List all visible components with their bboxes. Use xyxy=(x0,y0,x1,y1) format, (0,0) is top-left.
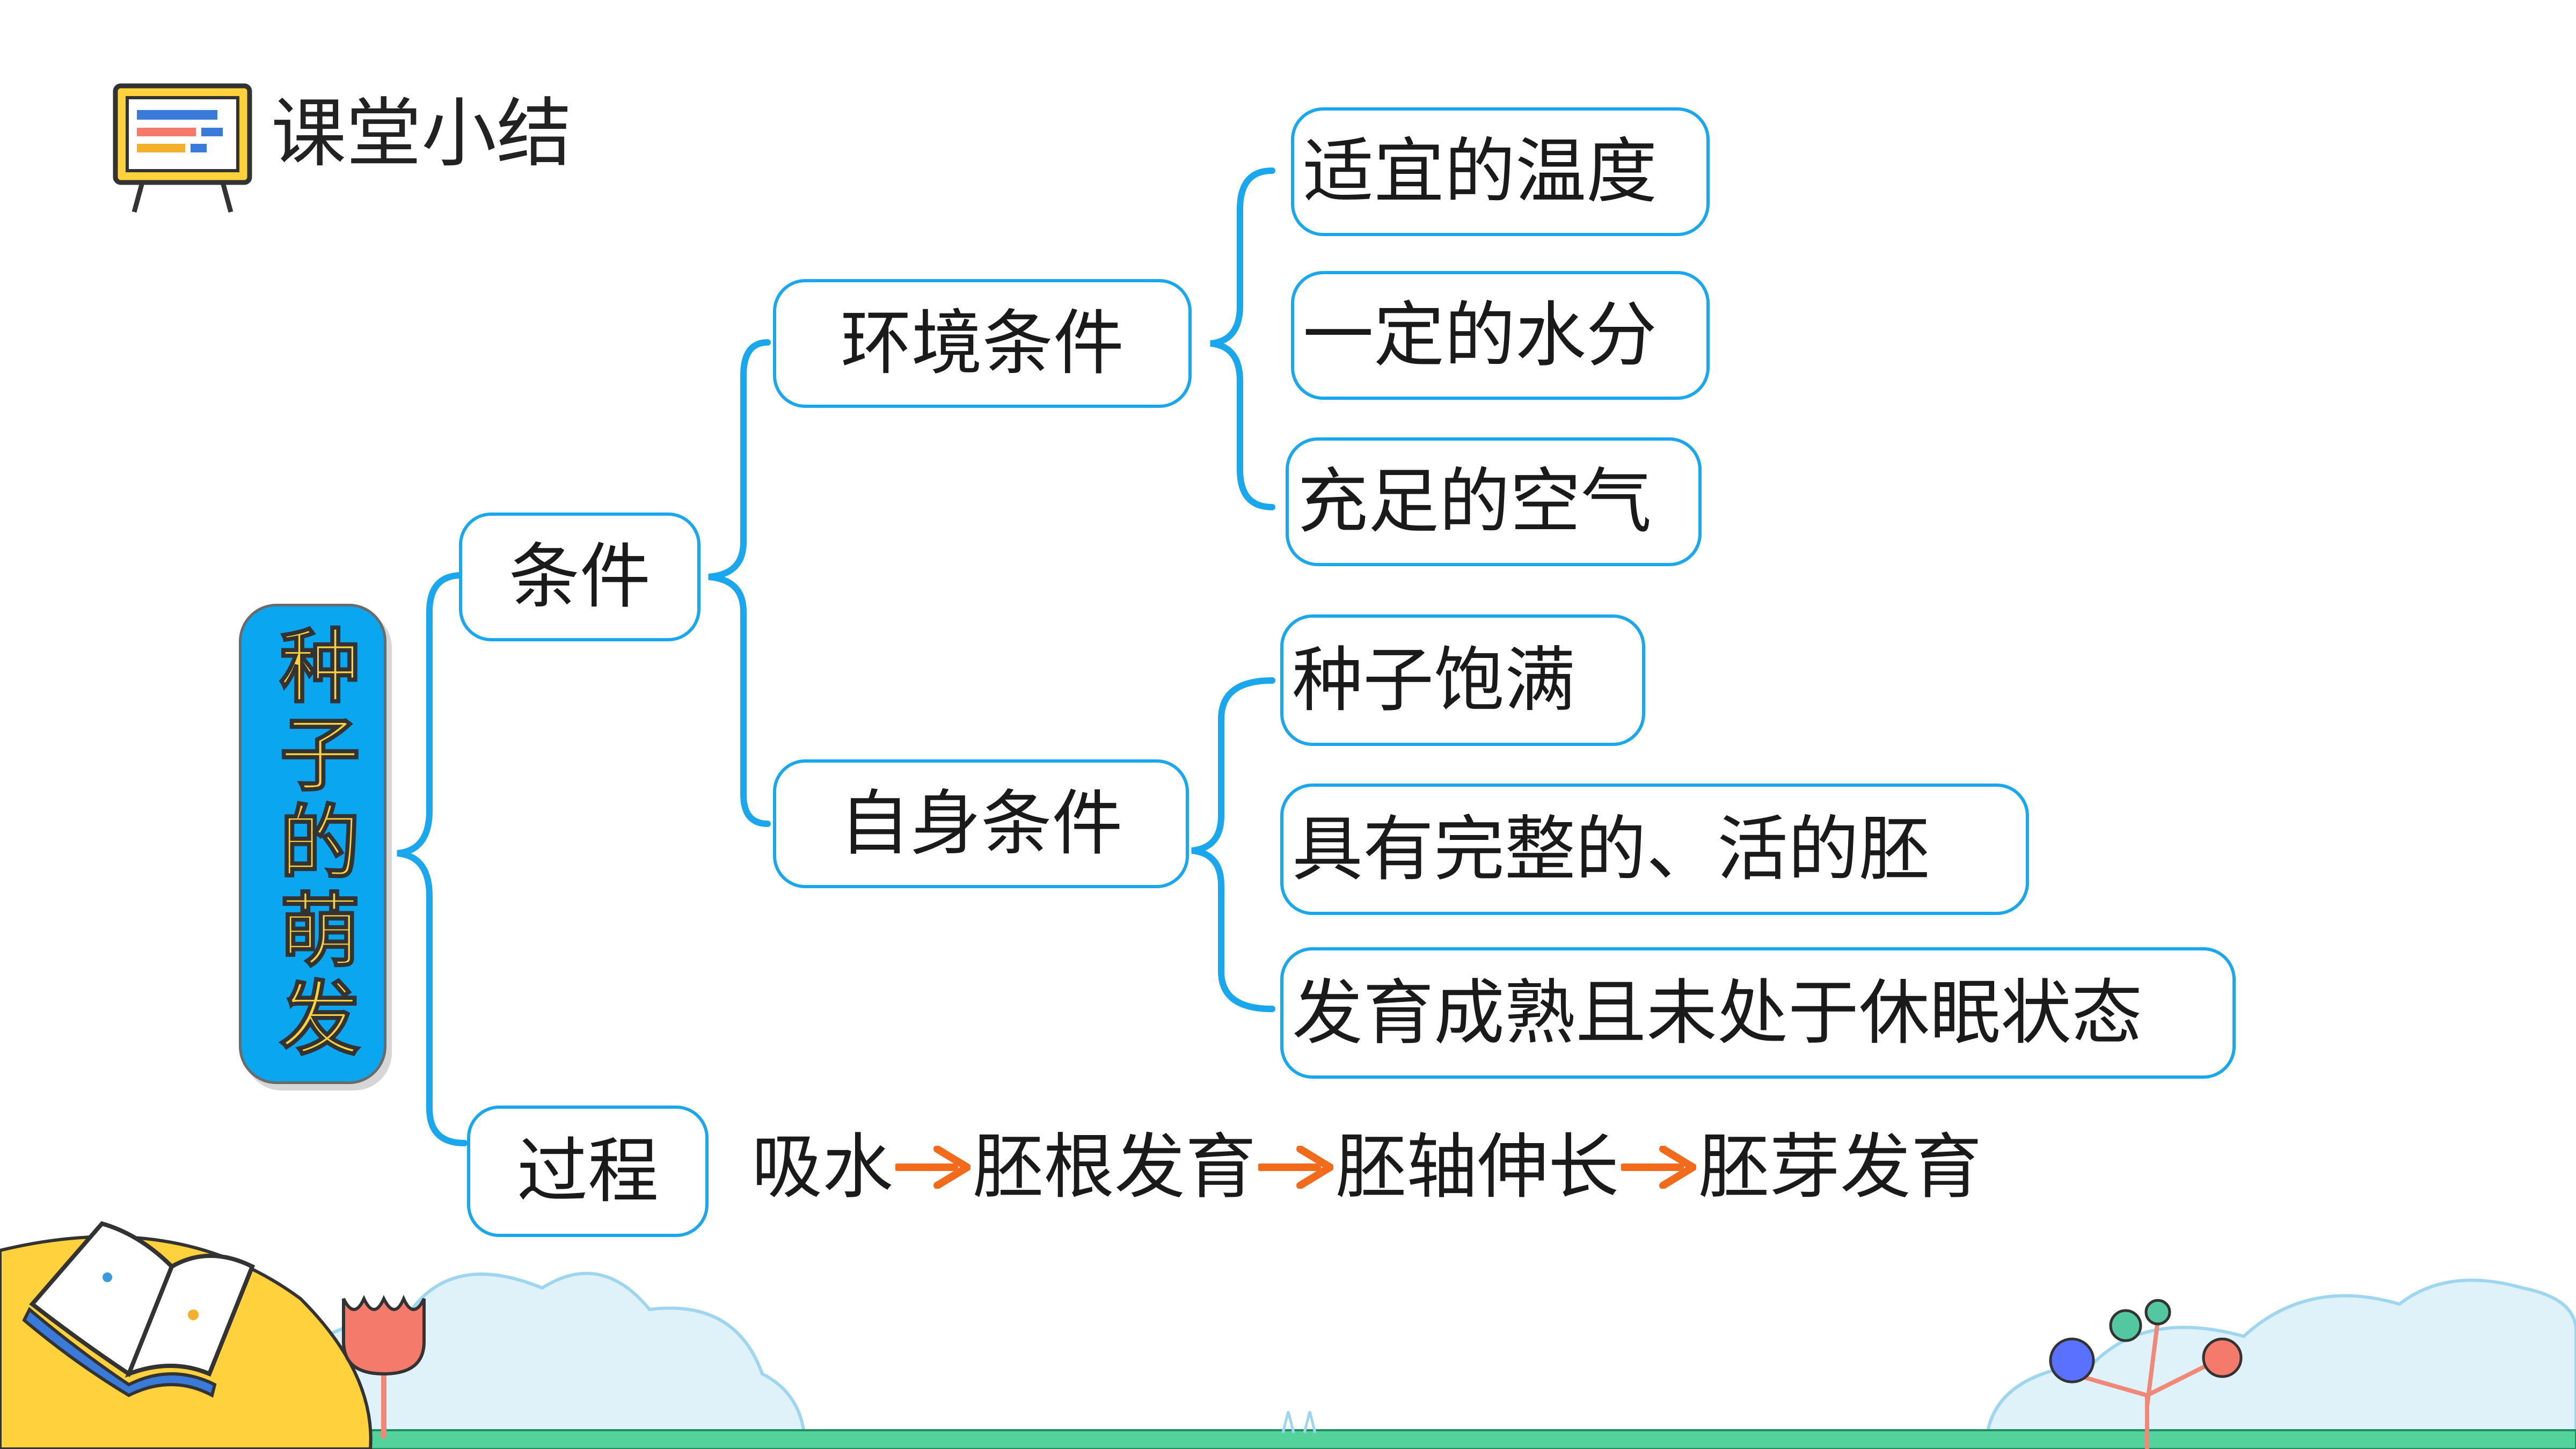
leaf-self-3-label: 发育成熟且未处于休眠状态 xyxy=(1292,971,2142,1055)
leaf-self-3: 发育成熟且未处于休眠状态 xyxy=(1280,947,2236,1079)
node-self: 自身条件 xyxy=(773,759,1189,888)
connector-root xyxy=(397,572,468,1146)
node-environment: 环境条件 xyxy=(773,279,1192,408)
node-environment-label: 环境条件 xyxy=(841,302,1124,385)
arrow-right-icon xyxy=(895,1146,970,1189)
node-process: 过程 xyxy=(467,1106,709,1237)
connector-condition xyxy=(708,339,771,827)
leaf-self-2: 具有完整的、活的胚 xyxy=(1280,784,2029,915)
leaf-environment-1-label: 适宜的温度 xyxy=(1303,130,1657,213)
process-step-4: 胚芽发育 xyxy=(1698,1126,1982,1209)
node-process-label: 过程 xyxy=(517,1130,659,1213)
whiteboard-icon xyxy=(113,83,252,213)
connector-self xyxy=(1191,677,1275,1012)
balloon-tree-icon xyxy=(2049,1299,2243,1449)
arrow-right-icon xyxy=(1258,1146,1333,1189)
root-label: 种子的萌发 xyxy=(265,623,360,1065)
process-step-1: 吸水 xyxy=(751,1126,893,1209)
connector-environment xyxy=(1210,167,1275,510)
leaf-environment-3: 充足的空气 xyxy=(1286,437,1702,566)
process-flow: 吸水 胚根发育 胚轴伸长 胚芽发育 xyxy=(751,1130,1982,1205)
leaf-self-1: 种子饱满 xyxy=(1280,614,1645,746)
leaf-environment-1: 适宜的温度 xyxy=(1291,107,1710,236)
leaf-environment-2: 一定的水分 xyxy=(1291,271,1710,400)
node-self-label: 自身条件 xyxy=(839,782,1123,865)
node-condition-label: 条件 xyxy=(509,536,651,618)
leaf-environment-3-label: 充足的空气 xyxy=(1297,460,1652,543)
root-node: 种子的萌发 xyxy=(239,604,386,1084)
leaf-environment-2-label: 一定的水分 xyxy=(1303,294,1657,377)
node-condition: 条件 xyxy=(459,513,700,641)
process-step-3: 胚轴伸长 xyxy=(1336,1126,1619,1209)
arrow-right-icon xyxy=(1621,1146,1696,1189)
leaf-self-1-label: 种子饱满 xyxy=(1292,639,1575,722)
leaf-self-2-label: 具有完整的、活的胚 xyxy=(1292,808,1930,891)
grass-icon xyxy=(1281,1411,1317,1433)
flower-icon xyxy=(342,1294,426,1438)
slide-title: 课堂小结 xyxy=(271,90,572,178)
process-step-2: 胚根发育 xyxy=(973,1126,1256,1209)
book-icon xyxy=(22,1221,256,1398)
